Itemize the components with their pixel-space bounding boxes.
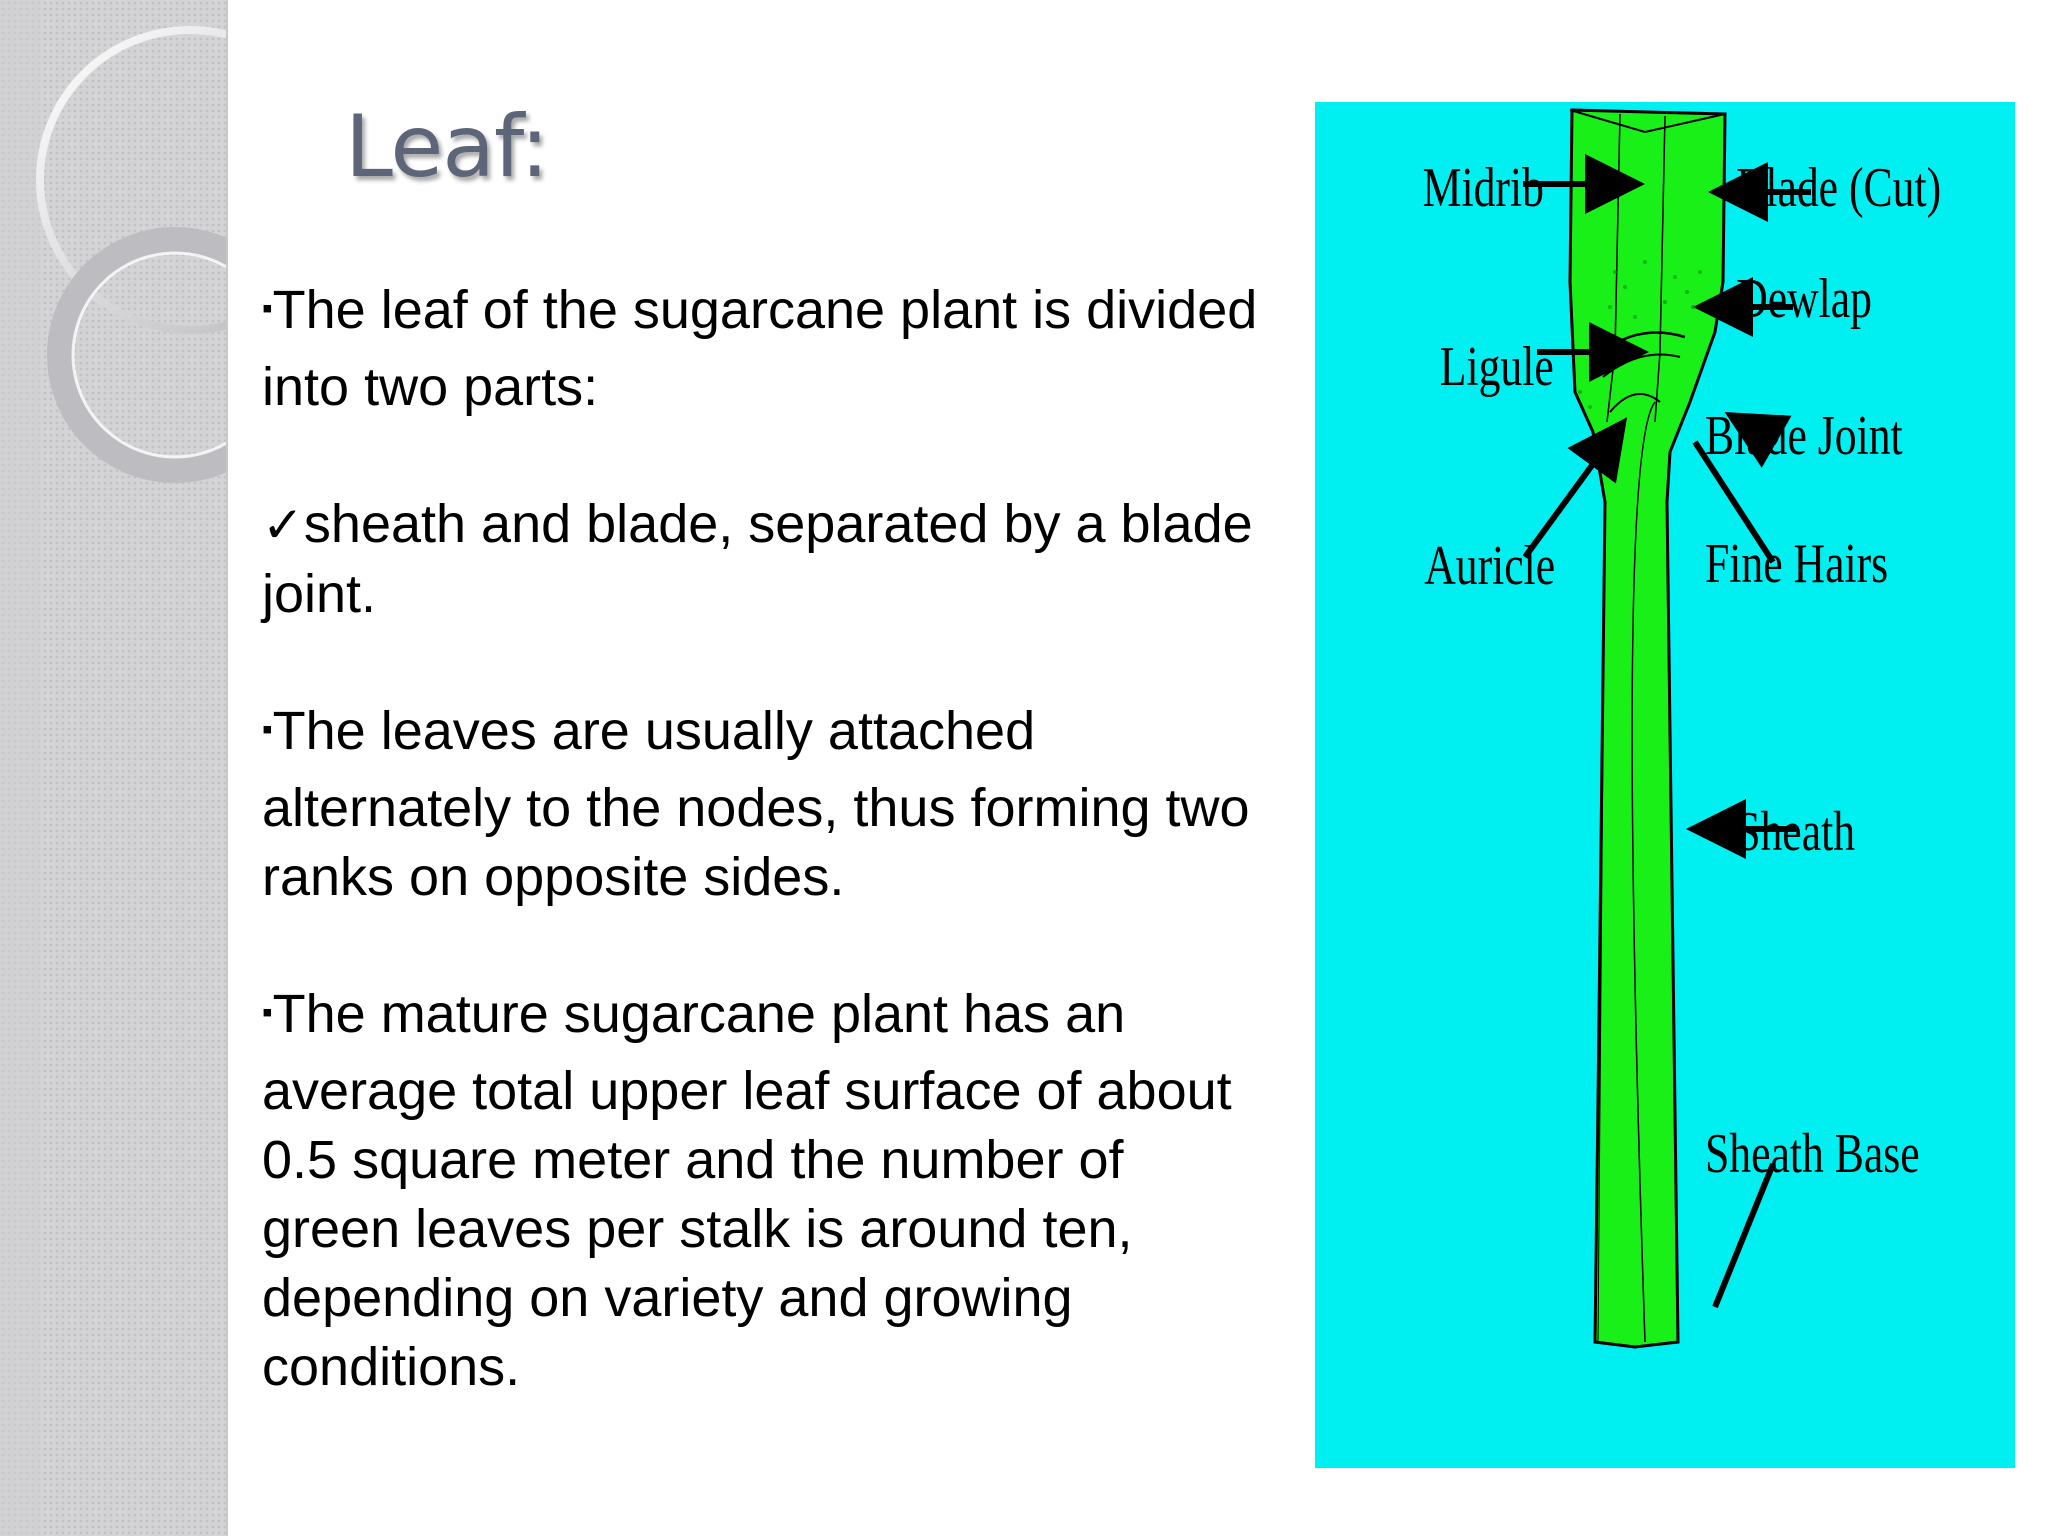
checkmark-bullet-icon: ✓ (262, 497, 304, 553)
sugarcane-leaf-diagram: Midrib Ligule Auricle Blade (Cut) Dewlap… (1315, 102, 2015, 1468)
label-blade-joint: Blade Joint (1705, 404, 1903, 466)
arrow-blade-joint (1724, 412, 1792, 468)
bullet-text: The leaf of the sugarcane plant is divid… (262, 280, 1258, 417)
square-bullet-icon: ▪ (262, 996, 273, 1029)
label-dewlap: Dewlap (1736, 267, 1872, 329)
label-sheath-base: Sheath Base (1705, 1122, 1920, 1184)
decorative-sidebar (0, 0, 228, 1536)
diagram-arrows (1522, 154, 1811, 1309)
bullet-paragraph: ▪The mature sugarcane plant has an avera… (262, 980, 1262, 1402)
decorative-ring-large (36, 26, 228, 334)
slide-title: Leaf: (345, 97, 549, 197)
square-bullet-icon: ▪ (262, 292, 273, 325)
slide-body: ▪The leaf of the sugarcane plant is divi… (262, 276, 1262, 1402)
label-fine-hairs: Fine Hairs (1705, 532, 1888, 594)
square-bullet-icon: ▪ (262, 713, 273, 746)
bullet-text: sheath and blade, separated by a blade j… (262, 494, 1253, 624)
bullet-text: The leaves are usually attached alternat… (262, 701, 1250, 907)
bullet-text: The mature sugarcane plant has an averag… (262, 984, 1232, 1397)
label-blade-cut: Blade (Cut) (1736, 156, 1941, 218)
label-midrib: Midrib (1423, 156, 1544, 218)
label-ligule: Ligule (1440, 335, 1554, 397)
decorative-ring-small (47, 227, 228, 483)
bullet-paragraph: ✓sheath and blade, separated by a blade … (262, 490, 1262, 629)
arrow-auricle (1522, 417, 1628, 559)
bullet-paragraph: ▪The leaves are usually attached alterna… (262, 697, 1262, 912)
arrow-sheath-base (1712, 1162, 1776, 1309)
arrow-fine-hairs (1692, 440, 1776, 564)
bullet-paragraph: ▪The leaf of the sugarcane plant is divi… (262, 276, 1262, 422)
